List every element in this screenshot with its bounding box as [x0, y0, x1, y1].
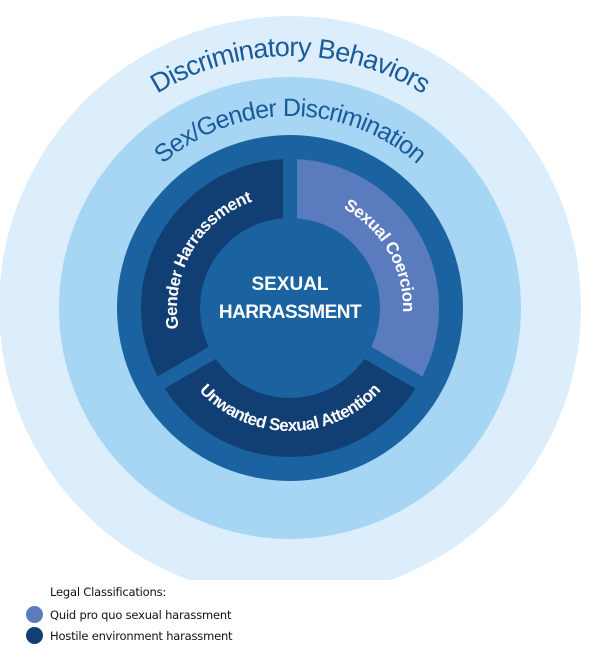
segment-unwanted-sexual-attention — [160, 352, 420, 457]
segment-sexual-coercion — [290, 159, 439, 383]
legend-item-hostile-environment: Hostile environment harassment — [26, 625, 233, 646]
center-label-line2: HARRASSMENT — [219, 302, 362, 323]
legend-label: Hostile environment harassment — [50, 628, 233, 643]
legend-swatch-icon — [26, 627, 43, 644]
legend-item-quid-pro-quo: Quid pro quo sexual harassment — [26, 604, 232, 625]
legend: Legal Classifications: Quid pro quo sexu… — [26, 585, 233, 646]
nested-circle-diagram: Discriminatory Behaviors Sex/Gender Disc… — [0, 16, 581, 580]
legend-label: Quid pro quo sexual harassment — [50, 607, 232, 622]
center-label-line1: SEXUAL — [251, 274, 328, 295]
segment-gender-harrassment — [141, 159, 290, 383]
center-circle — [200, 218, 380, 398]
legend-swatch-icon — [26, 606, 43, 623]
legend-title: Legal Classifications: — [50, 585, 167, 599]
